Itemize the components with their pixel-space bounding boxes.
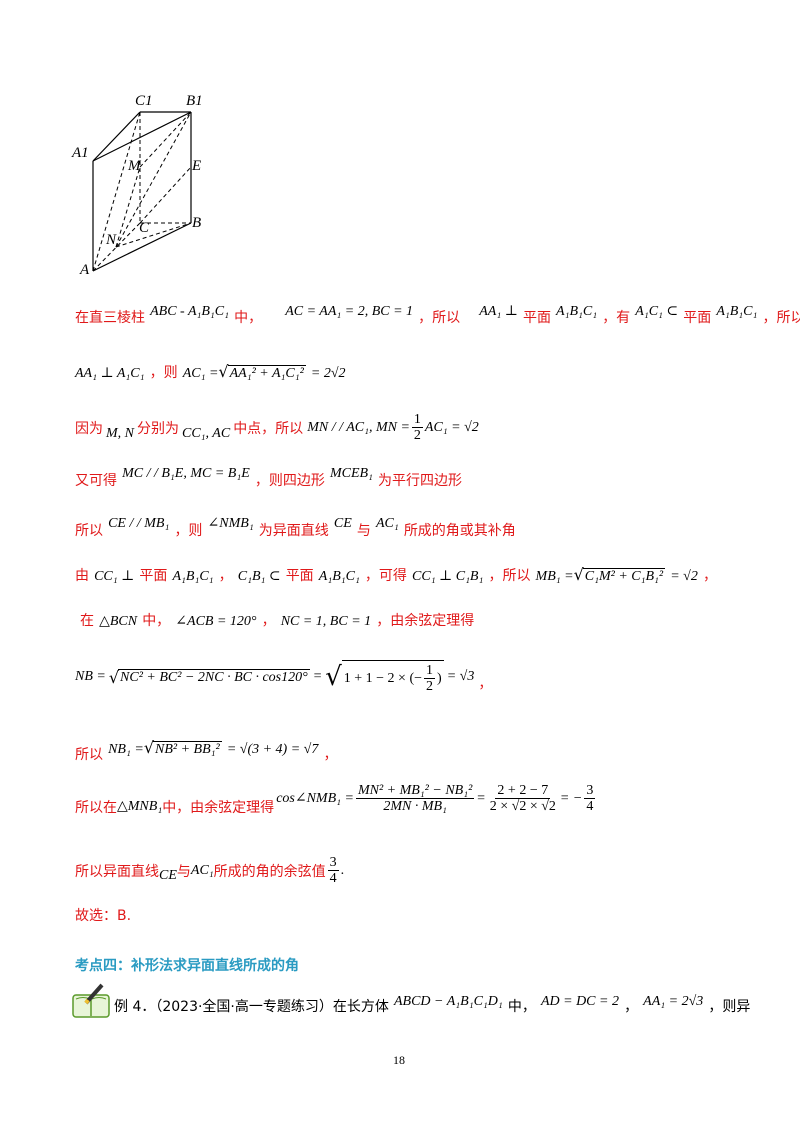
solution-line-5: 所以 CE / / MB₁ ，则 ∠NMB₁ 为异面直线 CE 与 AC₁ 所成… — [75, 516, 516, 539]
label-a1: A1 — [72, 145, 89, 161]
label-b1: B1 — [186, 93, 203, 109]
solution-line-6: 由 CC₁ ⊥ 平面 A₁B₁C₁ ， C₁B₁ ⊂ 平面 A₁B₁C₁ ，可得… — [75, 565, 717, 584]
solution-line-3: 因为 M, N 分别为 CC₁, AC 中点，所以 MN / / AC₁, MN… — [75, 412, 479, 444]
solution-line-10: 所以在 △MNB₁ 中，由余弦定理得 cos∠NMB₁ = MN² + MB₁²… — [75, 783, 596, 816]
label-b: B — [192, 215, 202, 231]
section-heading: 考点四：补形法求异面直线所成的角 — [75, 958, 299, 974]
label-a: A — [80, 262, 90, 278]
solution-line-7: 在 △BCN 中， ∠ACB = 120° ， NC = 1, BC = 1 ，… — [80, 613, 475, 629]
label-n: N — [106, 232, 117, 248]
solution-line-1: 在直三棱柱 ABC - A₁B₁C₁ 中， AC = AA₁ = 2, BC =… — [75, 304, 800, 326]
label-c1: C1 — [135, 93, 153, 109]
answer-line: 故选：B. — [75, 908, 132, 924]
solution-line-4: 又可得 MC / / B₁E, MC = B₁E ，则四边形 MCEB₁ 为平行… — [75, 466, 463, 489]
book-pencil-icon — [72, 983, 110, 1018]
solution-line-2: AA₁ ⊥ A₁C₁ ，则 AC₁ =√AA₁² + A₁C₁² = 2√2 — [75, 362, 346, 381]
label-m: M — [128, 158, 141, 174]
label-c: C — [139, 220, 150, 236]
page-number: 18 — [393, 1053, 405, 1067]
solution-line-9: 所以 NB₁ =√NB² + BB₁² = √(3 + 4) = √7 ， — [75, 738, 338, 763]
example-line: 例 4．（2023·全国·高一专题练习）在长方体 ABCD − A₁B₁C₁D₁… — [114, 994, 751, 1015]
label-e: E — [192, 158, 202, 174]
solution-line-8: NB = √NC² + BC² − 2NC · BC · cos120° = √… — [75, 660, 492, 695]
prism-figure — [92, 111, 192, 272]
